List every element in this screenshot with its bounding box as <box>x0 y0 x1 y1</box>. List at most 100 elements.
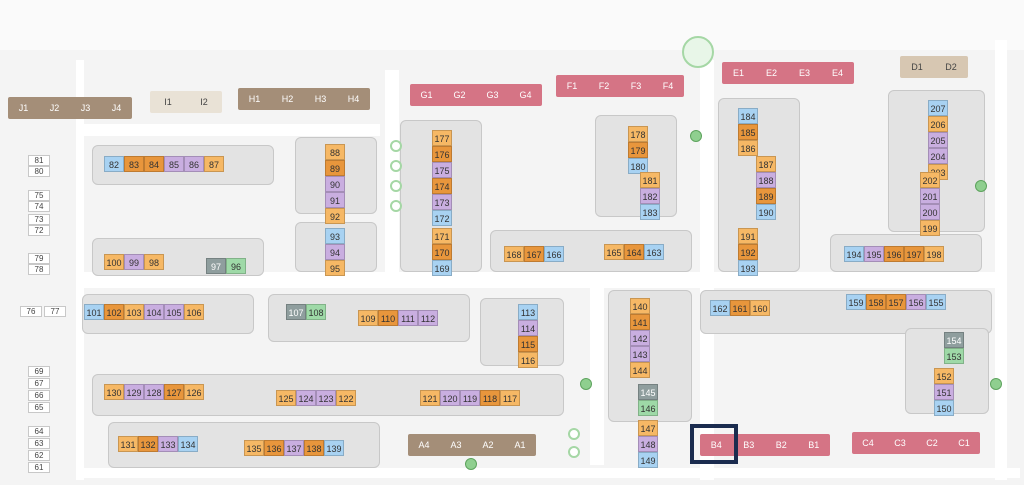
unit-148[interactable]: 148 <box>638 436 658 452</box>
unit-81[interactable]: 81 <box>28 155 50 166</box>
unit-118[interactable]: 118 <box>480 390 500 406</box>
unit-175[interactable]: 175 <box>432 162 452 178</box>
unit-127[interactable]: 127 <box>164 384 184 400</box>
unit-62[interactable]: 62 <box>28 450 50 461</box>
unit-94[interactable]: 94 <box>325 244 345 260</box>
unit-173[interactable]: 173 <box>432 194 452 210</box>
unit-99[interactable]: 99 <box>124 254 144 270</box>
unit-157[interactable]: 157 <box>886 294 906 310</box>
unit-110[interactable]: 110 <box>378 310 398 326</box>
unit-112[interactable]: 112 <box>418 310 438 326</box>
unit-95[interactable]: 95 <box>325 260 345 276</box>
unit-161[interactable]: 161 <box>730 300 750 316</box>
unit-167[interactable]: 167 <box>524 246 544 262</box>
unit-125[interactable]: 125 <box>276 390 296 406</box>
unit-92[interactable]: 92 <box>325 208 345 224</box>
unit-132[interactable]: 132 <box>138 436 158 452</box>
unit-89[interactable]: 89 <box>325 160 345 176</box>
unit-145[interactable]: 145 <box>638 384 658 400</box>
unit-104[interactable]: 104 <box>144 304 164 320</box>
unit-158[interactable]: 158 <box>866 294 886 310</box>
unit-185[interactable]: 185 <box>738 124 758 140</box>
unit-137[interactable]: 137 <box>284 440 304 456</box>
unit-205[interactable]: 205 <box>928 132 948 148</box>
unit-67[interactable]: 67 <box>28 378 50 389</box>
unit-108[interactable]: 108 <box>306 304 326 320</box>
unit-109[interactable]: 109 <box>358 310 378 326</box>
unit-156[interactable]: 156 <box>906 294 926 310</box>
unit-122[interactable]: 122 <box>336 390 356 406</box>
unit-87[interactable]: 87 <box>204 156 224 172</box>
unit-166[interactable]: 166 <box>544 246 564 262</box>
unit-151[interactable]: 151 <box>934 384 954 400</box>
unit-120[interactable]: 120 <box>440 390 460 406</box>
unit-119[interactable]: 119 <box>460 390 480 406</box>
unit-85[interactable]: 85 <box>164 156 184 172</box>
unit-199[interactable]: 199 <box>920 220 940 236</box>
unit-88[interactable]: 88 <box>325 144 345 160</box>
unit-195[interactable]: 195 <box>864 246 884 262</box>
unit-149[interactable]: 149 <box>638 452 658 468</box>
unit-76[interactable]: 76 <box>20 306 42 317</box>
unit-155[interactable]: 155 <box>926 294 946 310</box>
unit-170[interactable]: 170 <box>432 244 452 260</box>
unit-65[interactable]: 65 <box>28 402 50 413</box>
unit-160[interactable]: 160 <box>750 300 770 316</box>
unit-188[interactable]: 188 <box>756 172 776 188</box>
unit-176[interactable]: 176 <box>432 146 452 162</box>
unit-198[interactable]: 198 <box>924 246 944 262</box>
unit-169[interactable]: 169 <box>432 260 452 276</box>
unit-75[interactable]: 75 <box>28 190 50 201</box>
unit-138[interactable]: 138 <box>304 440 324 456</box>
unit-200[interactable]: 200 <box>920 204 940 220</box>
unit-114[interactable]: 114 <box>518 320 538 336</box>
unit-63[interactable]: 63 <box>28 438 50 449</box>
unit-113[interactable]: 113 <box>518 304 538 320</box>
unit-180[interactable]: 180 <box>628 158 648 174</box>
unit-201[interactable]: 201 <box>920 188 940 204</box>
unit-183[interactable]: 183 <box>640 204 660 220</box>
unit-168[interactable]: 168 <box>504 246 524 262</box>
unit-207[interactable]: 207 <box>928 100 948 116</box>
unit-100[interactable]: 100 <box>104 254 124 270</box>
unit-178[interactable]: 178 <box>628 126 648 142</box>
unit-66[interactable]: 66 <box>28 390 50 401</box>
unit-159[interactable]: 159 <box>846 294 866 310</box>
unit-174[interactable]: 174 <box>432 178 452 194</box>
unit-196[interactable]: 196 <box>884 246 904 262</box>
unit-90[interactable]: 90 <box>325 176 345 192</box>
unit-98[interactable]: 98 <box>144 254 164 270</box>
unit-154[interactable]: 154 <box>944 332 964 348</box>
unit-171[interactable]: 171 <box>432 228 452 244</box>
unit-135[interactable]: 135 <box>244 440 264 456</box>
unit-116[interactable]: 116 <box>518 352 538 368</box>
unit-101[interactable]: 101 <box>84 304 104 320</box>
unit-79[interactable]: 79 <box>28 253 50 264</box>
unit-182[interactable]: 182 <box>640 188 660 204</box>
unit-152[interactable]: 152 <box>934 368 954 384</box>
unit-144[interactable]: 144 <box>630 362 650 378</box>
unit-69[interactable]: 69 <box>28 366 50 377</box>
unit-72[interactable]: 72 <box>28 225 50 236</box>
unit-186[interactable]: 186 <box>738 140 758 156</box>
unit-187[interactable]: 187 <box>756 156 776 172</box>
unit-181[interactable]: 181 <box>640 172 660 188</box>
unit-117[interactable]: 117 <box>500 390 520 406</box>
unit-93[interactable]: 93 <box>325 228 345 244</box>
unit-123[interactable]: 123 <box>316 390 336 406</box>
unit-177[interactable]: 177 <box>432 130 452 146</box>
unit-184[interactable]: 184 <box>738 108 758 124</box>
unit-133[interactable]: 133 <box>158 436 178 452</box>
unit-136[interactable]: 136 <box>264 440 284 456</box>
unit-141[interactable]: 141 <box>630 314 650 330</box>
unit-64[interactable]: 64 <box>28 426 50 437</box>
unit-192[interactable]: 192 <box>738 244 758 260</box>
unit-105[interactable]: 105 <box>164 304 184 320</box>
unit-131[interactable]: 131 <box>118 436 138 452</box>
unit-143[interactable]: 143 <box>630 346 650 362</box>
unit-74[interactable]: 74 <box>28 201 50 212</box>
unit-142[interactable]: 142 <box>630 330 650 346</box>
unit-163[interactable]: 163 <box>644 244 664 260</box>
unit-96[interactable]: 96 <box>226 258 246 274</box>
unit-111[interactable]: 111 <box>398 310 418 326</box>
